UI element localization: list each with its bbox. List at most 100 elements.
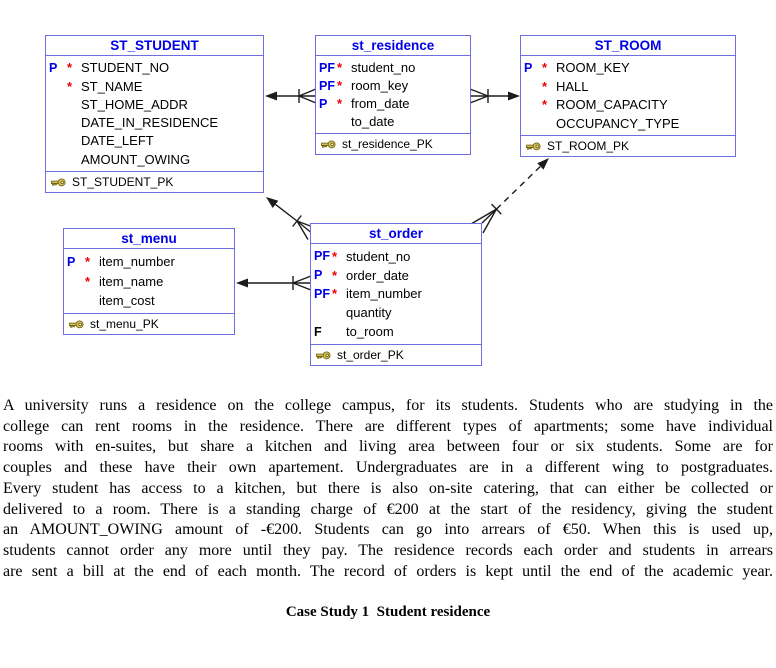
attribute-name: quantity (346, 305, 392, 321)
attribute-name: room_key (351, 78, 409, 93)
mandatory-star: * (337, 78, 343, 93)
key-icon (526, 142, 541, 150)
attribute-name: DATE_IN_RESIDENCE (81, 115, 219, 131)
pk-label: ST_ROOM_PK (547, 139, 630, 153)
mandatory-star: * (67, 78, 73, 94)
key-indicator: P (67, 254, 76, 269)
pk-label: st_order_PK (337, 348, 404, 362)
attribute-row: * ST_NAME (49, 79, 261, 94)
attribute-row: P * ROOM_KEY (524, 60, 733, 75)
attribute-row: P * item_number (67, 254, 232, 269)
attribute-name: HALL (556, 78, 589, 94)
entity-attributes: P * STUDENT_NO * ST_NAME ST_HOME_ADDR DATE_IN_… (46, 56, 263, 171)
key-icon (69, 320, 84, 328)
attribute-name: order_date (346, 267, 409, 283)
attribute-row: to_date (319, 114, 468, 129)
attribute-name: to_room (346, 324, 394, 340)
key-icon-wrap (526, 142, 541, 151)
attribute-row: PF* student_no (314, 249, 479, 264)
entity-title: ST_STUDENT (46, 36, 263, 56)
attribute-name: from_date (351, 96, 410, 111)
attribute-name: student_no (351, 60, 416, 75)
mandatory-star: * (542, 97, 548, 113)
attribute-row: AMOUNT_OWING (49, 152, 261, 167)
attribute-row: PF* room_key (319, 78, 468, 93)
attribute-name: DATE_LEFT (81, 133, 154, 149)
attribute-row: P * from_date (319, 96, 468, 111)
mandatory-star: * (332, 286, 338, 302)
attribute-row: DATE_IN_RESIDENCE (49, 115, 261, 130)
entity-title: st_residence (316, 36, 470, 56)
one-end-arrow (537, 158, 549, 170)
attribute-name: to_date (351, 114, 395, 129)
attribute-name: item_name (99, 273, 164, 289)
attribute-row: P * STUDENT_NO (49, 60, 261, 75)
attribute-row: DATE_LEFT (49, 133, 261, 148)
description-line: delivered to a room. There is a standing… (3, 500, 773, 518)
mandatory-star: * (67, 60, 73, 76)
key-icon-wrap (51, 178, 66, 187)
description-line: students cannot order any more until the… (3, 541, 773, 559)
attribute-name: item_number (346, 286, 422, 302)
attribute-row: * ROOM_CAPACITY (524, 97, 733, 112)
relationship-st_residence-to-st_student (265, 88, 317, 104)
attribute-name: OCCUPANCY_TYPE (556, 115, 680, 131)
key-indicator: PF (314, 286, 330, 301)
key-indicator: PF (319, 78, 335, 93)
attribute-row: * item_name (67, 274, 232, 289)
entity-pk-footer: ST_ROOM_PK (521, 135, 735, 156)
entity-title: st_order (311, 224, 481, 244)
description-line: A university runs a residence on the col… (3, 397, 773, 414)
entity-pk-footer: st_residence_PK (316, 133, 470, 154)
mandatory-star: * (337, 96, 343, 111)
key-indicator: PF (319, 60, 335, 75)
figure-caption: Case Study 1 Student residence (285, 604, 491, 620)
attribute-row: OCCUPANCY_TYPE (524, 116, 733, 131)
key-indicator: P (49, 60, 58, 75)
key-indicator: P (319, 96, 328, 111)
key-icon-wrap (69, 320, 84, 329)
attribute-row: item_cost (67, 293, 232, 308)
attribute-name: AMOUNT_OWING (81, 151, 191, 167)
key-indicator: P (524, 60, 533, 75)
attribute-name: ST_HOME_ADDR (81, 96, 188, 112)
mandatory-star: * (542, 78, 548, 94)
relationship-st_order-to-st_room (470, 158, 549, 234)
attribute-row: * HALL (524, 79, 733, 94)
key-indicator: PF (314, 249, 330, 264)
relationship-st_order-to-st_menu (236, 275, 312, 291)
description-line: Every student has access to a kitchen, b… (3, 479, 773, 497)
attribute-name: ST_NAME (81, 78, 143, 94)
entity-st_student: ST_STUDENT P * STUDENT_NO * ST_NAME ST_HOME_AD… (45, 35, 264, 193)
key-icon-wrap (316, 351, 331, 360)
mandatory-star: * (85, 273, 91, 289)
mandatory-star: * (332, 248, 338, 264)
optional-dashed-line (495, 165, 541, 210)
description-line: college can rent rooms in the residence.… (3, 417, 773, 435)
attribute-name: ROOM_CAPACITY (556, 97, 668, 113)
mandatory-star: * (542, 60, 548, 76)
entity-title: ST_ROOM (521, 36, 735, 56)
description-line: an AMOUNT_OWING amount of -€200. Student… (3, 521, 773, 539)
attribute-name: item_number (99, 254, 175, 270)
key-indicator: F (314, 324, 322, 339)
mandatory-star: * (85, 254, 91, 270)
attribute-row: PF* item_number (314, 286, 479, 301)
entity-title: st_menu (64, 229, 234, 249)
one-end-arrow (266, 197, 279, 208)
one-end-arrow (236, 278, 248, 288)
key-icon (316, 351, 331, 359)
key-icon (321, 140, 336, 148)
entity-pk-footer: st_order_PK (311, 344, 481, 365)
attribute-name: STUDENT_NO (81, 60, 170, 76)
entity-attributes: P * ROOM_KEY * HALL * ROOM_CAPACITY OCCUPANCY_T… (521, 56, 735, 135)
pk-label: st_menu_PK (90, 317, 159, 331)
attribute-row: P*order_date (314, 268, 479, 283)
attribute-name: student_no (346, 248, 411, 264)
relationship-st_residence-to-st_room (469, 88, 520, 104)
attribute-name: ROOM_KEY (556, 60, 630, 76)
